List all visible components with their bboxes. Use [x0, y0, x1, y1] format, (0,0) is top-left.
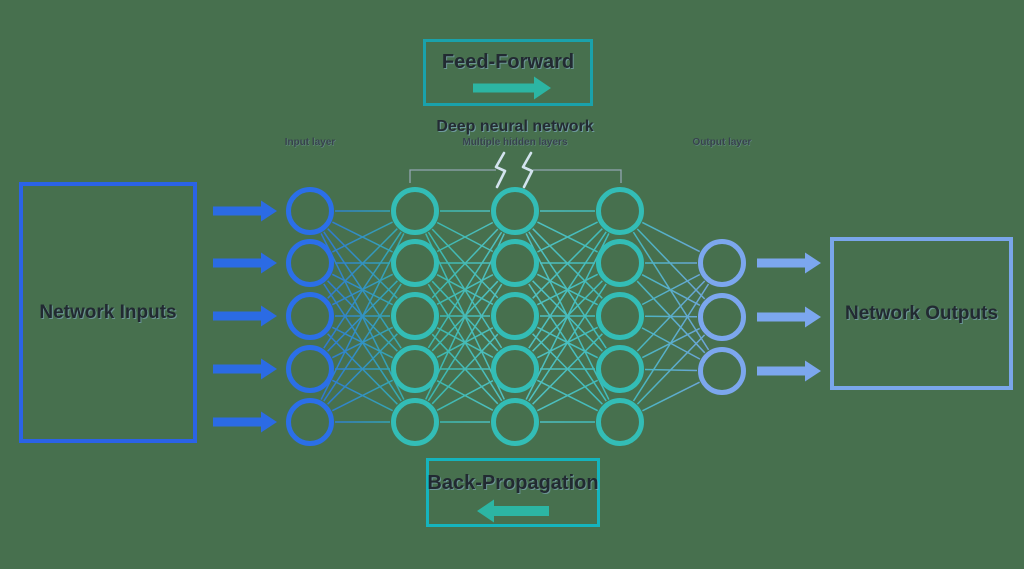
- output-node: [698, 347, 746, 395]
- network-outputs-box: Network Outputs: [830, 237, 1013, 390]
- input-arrow: [213, 358, 277, 380]
- hidden-3-layer-nodes: [596, 187, 644, 446]
- back-propagation-box: Back-Propagation: [426, 458, 600, 527]
- hidden-2-node: [491, 292, 539, 340]
- output-arrow: [757, 360, 821, 382]
- hidden-3-node: [596, 292, 644, 340]
- diagram-title: Deep neural network: [436, 118, 594, 135]
- hidden-3-node: [596, 345, 644, 393]
- break-mark: [494, 151, 507, 189]
- hidden-2-node: [491, 345, 539, 393]
- output-arrow: [757, 252, 821, 274]
- hidden-1-layer-nodes: [391, 187, 439, 446]
- hidden-1-node: [391, 292, 439, 340]
- output-node: [698, 239, 746, 287]
- network-inputs-label: Network Inputs: [39, 301, 177, 323]
- hidden-layers-bracket: [409, 151, 622, 189]
- input-node: [286, 398, 334, 446]
- hidden-1-node: [391, 398, 439, 446]
- hidden-3-node: [596, 398, 644, 446]
- output-layer-label: Output layer: [692, 137, 752, 148]
- input-layer-label: Input layer: [284, 137, 336, 148]
- feed-forward-label: Feed-Forward: [441, 51, 575, 73]
- back-propagation-arrow: [477, 499, 549, 523]
- input-node: [286, 239, 334, 287]
- hidden-2-layer-nodes: [491, 187, 539, 446]
- input-arrow: [213, 305, 277, 327]
- output-layer-nodes: [698, 239, 746, 395]
- input-node: [286, 345, 334, 393]
- input-arrow: [213, 200, 277, 222]
- hidden-1-node: [391, 239, 439, 287]
- back-propagation-label: Back-Propagation: [427, 472, 599, 494]
- break-mark: [521, 151, 534, 189]
- hidden-1-node: [391, 187, 439, 235]
- network-outputs-label: Network Outputs: [844, 302, 999, 324]
- hidden-3-node: [596, 239, 644, 287]
- output-arrow: [757, 306, 821, 328]
- feed-forward-arrow: [473, 76, 551, 100]
- hidden-3-node: [596, 187, 644, 235]
- output-node: [698, 293, 746, 341]
- input-arrow: [213, 411, 277, 433]
- network-inputs-box: Network Inputs: [19, 182, 197, 443]
- feed-forward-box: Feed-Forward: [423, 39, 593, 106]
- hidden-2-node: [491, 398, 539, 446]
- input-arrow: [213, 252, 277, 274]
- connection-lines: [320, 210, 710, 423]
- hidden-2-node: [491, 187, 539, 235]
- input-layer-nodes: [286, 187, 334, 446]
- input-node: [286, 292, 334, 340]
- hidden-layers-label: Multiple hidden layers: [462, 137, 568, 148]
- input-node: [286, 187, 334, 235]
- hidden-1-node: [391, 345, 439, 393]
- hidden-2-node: [491, 239, 539, 287]
